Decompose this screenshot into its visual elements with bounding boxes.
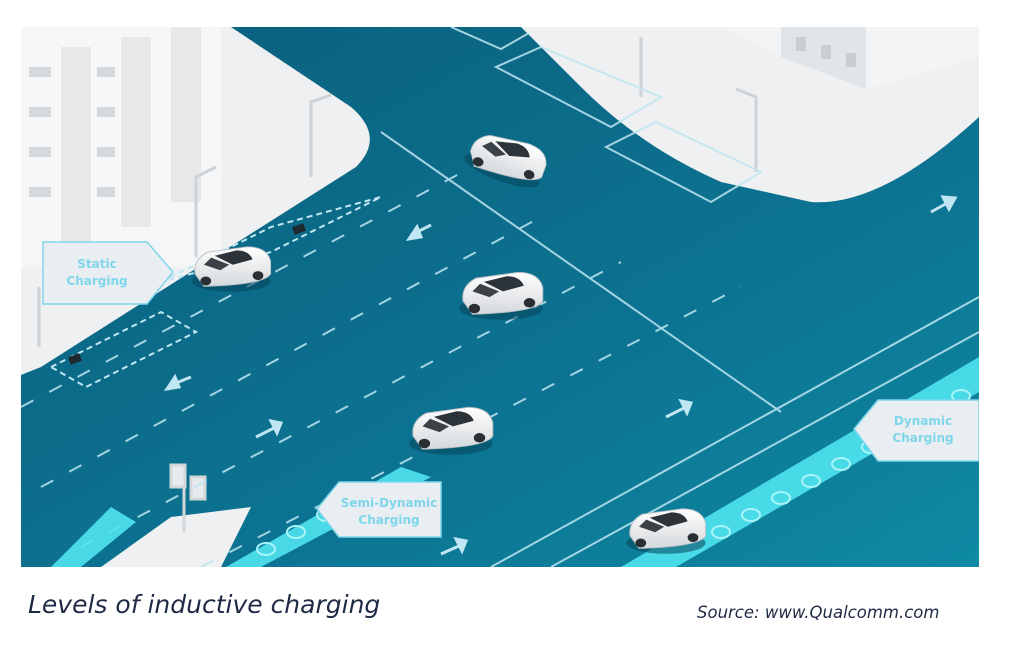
charging-lane-corner xyxy=(51,507,136,567)
label-dynamic-line-1: Dynamic xyxy=(894,414,952,428)
label-static-line-2: Charging xyxy=(66,274,127,288)
source-credit: Source: www.Qualcomm.com xyxy=(697,603,940,622)
label-dynamic-line-2: Charging xyxy=(892,431,953,445)
parking-bays xyxy=(48,196,382,389)
street-lamps-left xyxy=(37,93,332,347)
building-right xyxy=(721,27,979,89)
label-static-line-1: Static xyxy=(77,257,116,271)
label-semi-dynamic-charging: Semi-Dynamic Charging xyxy=(316,481,442,538)
building-left xyxy=(21,27,221,267)
sidewalk-bottom-left xyxy=(101,507,251,567)
label-semi-dynamic-line-1: Semi-Dynamic xyxy=(341,496,438,510)
direction-arrows xyxy=(163,195,958,556)
charging-pads xyxy=(67,223,307,365)
figure-caption: Levels of inductive charging xyxy=(28,590,381,619)
label-static-charging: Static Charging xyxy=(42,241,174,305)
label-semi-dynamic-line-2: Charging xyxy=(358,513,419,527)
street-lamps-right xyxy=(639,37,758,172)
inductive-charging-illustration: Static Charging Semi-Dynamic Charging Dy… xyxy=(21,27,979,567)
label-dynamic-charging: Dynamic Charging xyxy=(853,399,979,462)
